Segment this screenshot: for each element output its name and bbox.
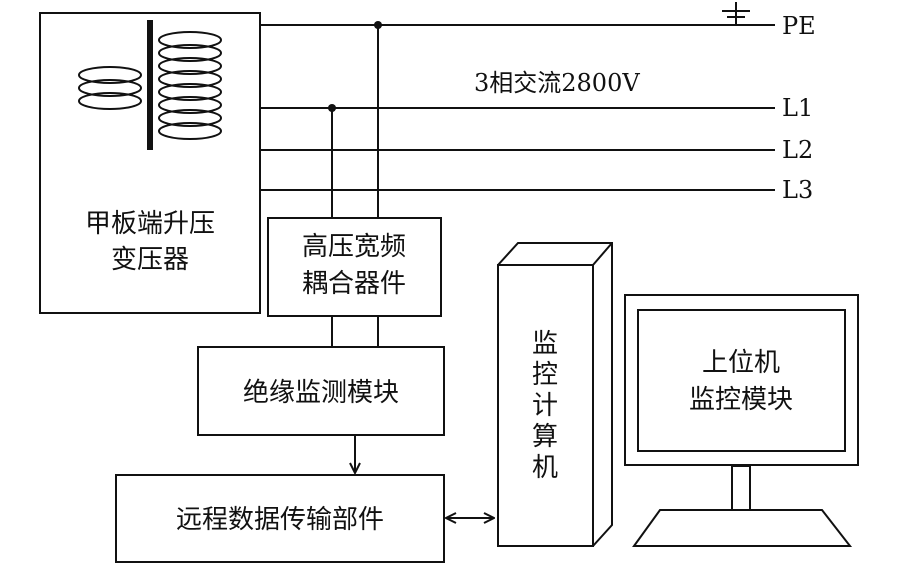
monitor-computer-label: 监 控 计 算 机 <box>532 329 558 483</box>
l2-label: L2 <box>782 136 813 164</box>
remote-transmission-label: 远程数据传输部件 <box>176 505 384 535</box>
transformer-box <box>39 12 261 314</box>
monitor-computer-char-3: 计 <box>532 391 558 421</box>
monitor-computer-char-2: 控 <box>532 360 558 390</box>
coupler-taps <box>328 21 382 218</box>
insulation-monitor-label: 绝缘监测模块 <box>243 378 399 408</box>
l1-label: L1 <box>782 94 813 122</box>
transformer-label-line1: 甲板端升压 <box>85 209 215 239</box>
coupler-label-line2: 耦合器件 <box>302 269 406 299</box>
host-monitor-icon <box>624 294 859 547</box>
l3-label: L3 <box>782 176 813 204</box>
monitor-computer-char-5: 机 <box>532 453 558 483</box>
transformer-label-line2: 变压器 <box>111 245 189 275</box>
transformer-coil-icon <box>78 20 222 150</box>
monitor-computer-tower <box>497 242 613 547</box>
junction-dot-pe <box>374 21 382 29</box>
pe-label: PE <box>782 12 816 40</box>
coupler-block: 高压宽频 耦合器件 <box>267 217 442 317</box>
line-caption: 3相交流2800V <box>474 69 640 97</box>
coupler-label-line1: 高压宽频 <box>302 232 406 262</box>
insulation-monitor-block: 绝缘监测模块 <box>197 346 445 436</box>
junction-dot-l1 <box>328 104 336 112</box>
ground-icon <box>722 2 750 25</box>
monitor-computer-char-1: 监 <box>532 329 558 359</box>
monitor-computer-char-4: 算 <box>532 422 558 452</box>
host-module-label-line1: 上位机 <box>702 348 780 378</box>
host-module-label-line2: 监控模块 <box>689 385 793 415</box>
coupler-to-monitor-wires <box>331 316 379 347</box>
bus-lines <box>260 24 775 191</box>
transformer-block: 甲板端升压 变压器 <box>39 12 261 314</box>
remote-transmission-block: 远程数据传输部件 <box>115 474 445 563</box>
